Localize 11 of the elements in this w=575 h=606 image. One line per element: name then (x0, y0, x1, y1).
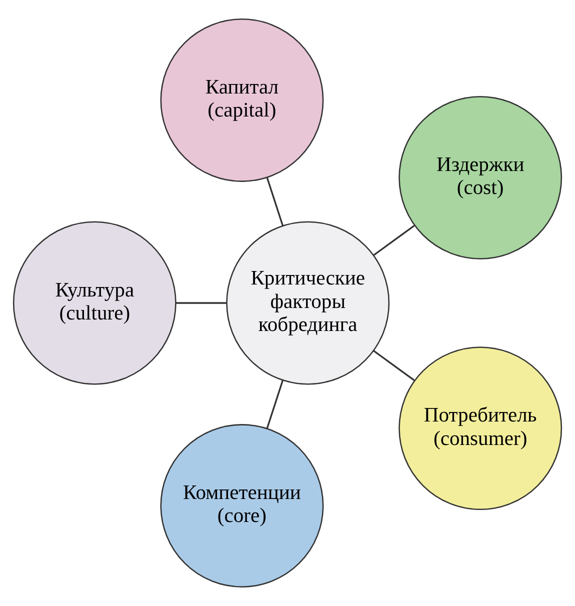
node-circle: Издержки (cost) (398, 96, 562, 260)
connector (176, 302, 227, 304)
node-circle: Культура (culture) (12, 221, 176, 385)
connector (373, 225, 415, 256)
node-circle: Потребитель (consumer) (398, 346, 562, 510)
node-circle: Критические факторы кобрединга (226, 221, 390, 385)
node-circle: Капитал (capital) (160, 18, 324, 182)
connector (266, 177, 284, 226)
connector (266, 380, 284, 429)
connector (373, 350, 415, 381)
node-circle: Компетенции (core) (160, 424, 324, 588)
